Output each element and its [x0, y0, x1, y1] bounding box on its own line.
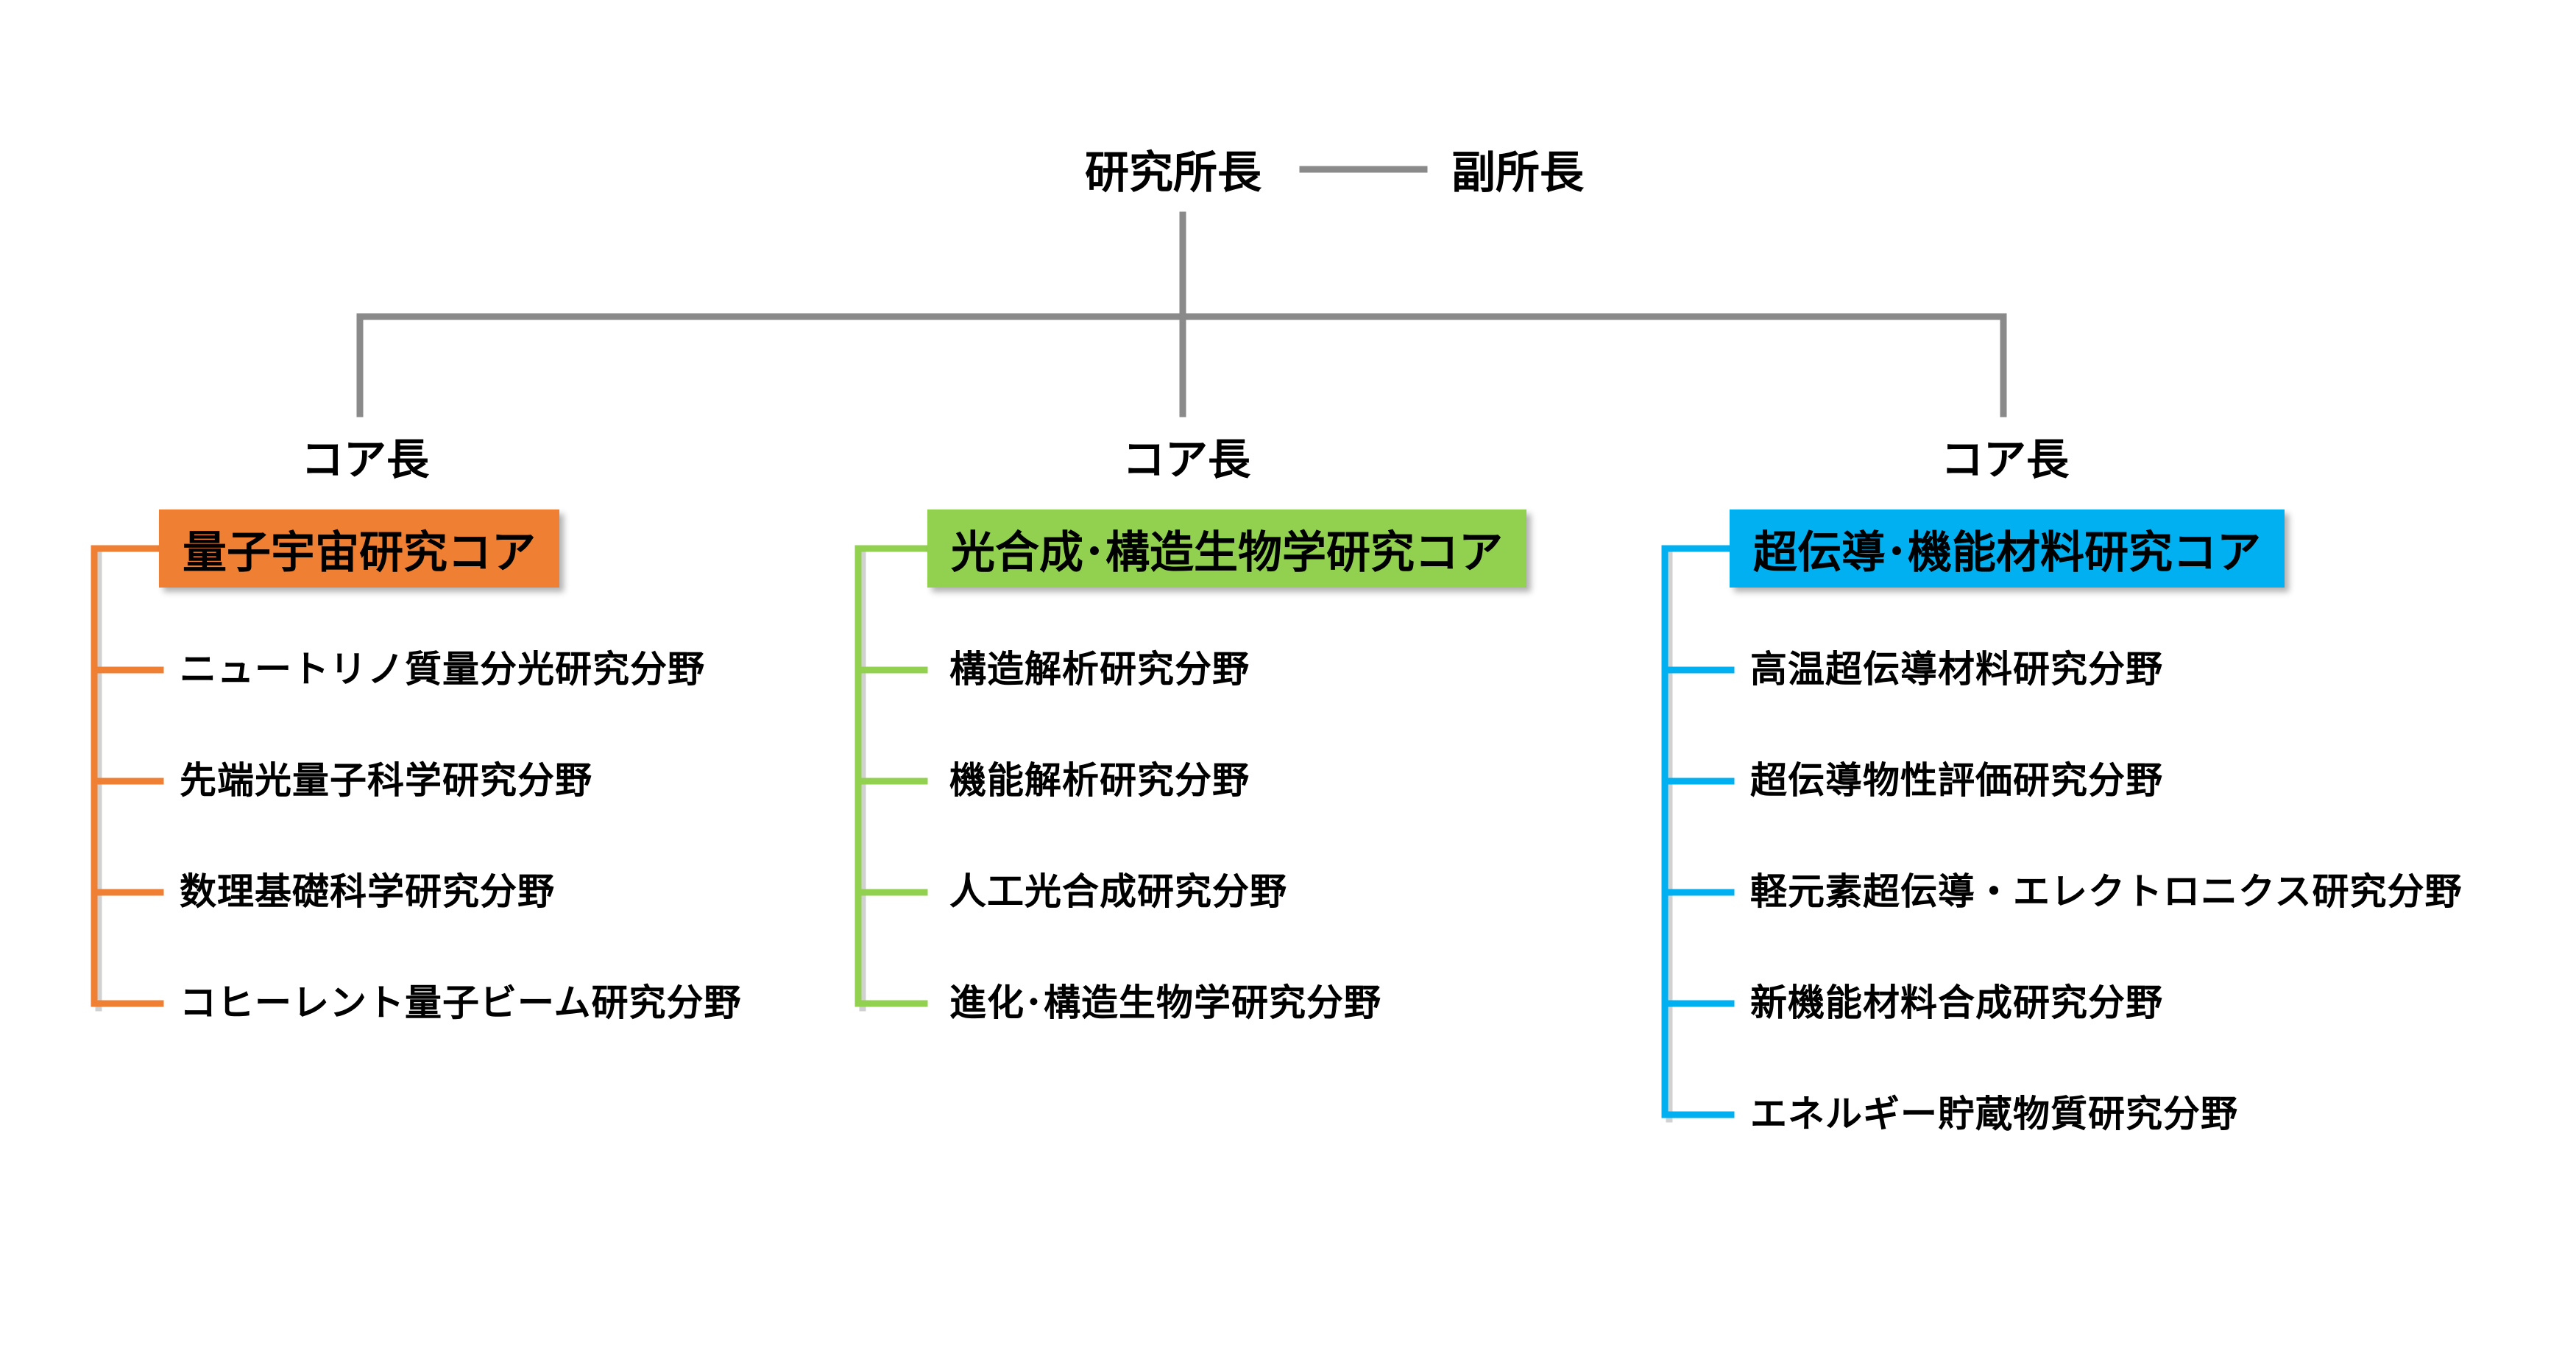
- field-item: 人工光合成研究分野: [949, 870, 1287, 913]
- field-item: 高温超伝導材料研究分野: [1750, 648, 2163, 691]
- field-item: 数理基礎科学研究分野: [180, 870, 555, 913]
- deputy-label: 副所長: [1451, 147, 1584, 199]
- field-item: ニュートリノ質量分光研究分野: [180, 648, 705, 691]
- field-item: 構造解析研究分野: [949, 648, 1250, 691]
- core-title-quantum-universe: 量子宇宙研究コア: [159, 509, 559, 588]
- field-item: コヒーレント量子ビーム研究分野: [180, 981, 742, 1024]
- field-item: 新機能材料合成研究分野: [1750, 981, 2163, 1024]
- core-head-label: コア長: [1122, 434, 1251, 484]
- core-head-label: コア長: [300, 434, 430, 484]
- field-item: 機能解析研究分野: [949, 759, 1250, 802]
- field-item: エネルギー貯蔵物質研究分野: [1750, 1093, 2238, 1135]
- core-title-superconductivity-functional-materials: 超伝導･機能材料研究コア: [1730, 509, 2285, 588]
- core-title-photosynthesis-structural-biology: 光合成･構造生物学研究コア: [927, 509, 1526, 588]
- director-label: 研究所長: [1085, 147, 1262, 199]
- core-head-label: コア長: [1940, 434, 2070, 484]
- field-item: 進化･構造生物学研究分野: [949, 981, 1381, 1024]
- field-item: 軽元素超伝導・エレクトロニクス研究分野: [1750, 870, 2463, 913]
- field-item: 先端光量子科学研究分野: [180, 759, 592, 802]
- field-item: 超伝導物性評価研究分野: [1750, 759, 2163, 802]
